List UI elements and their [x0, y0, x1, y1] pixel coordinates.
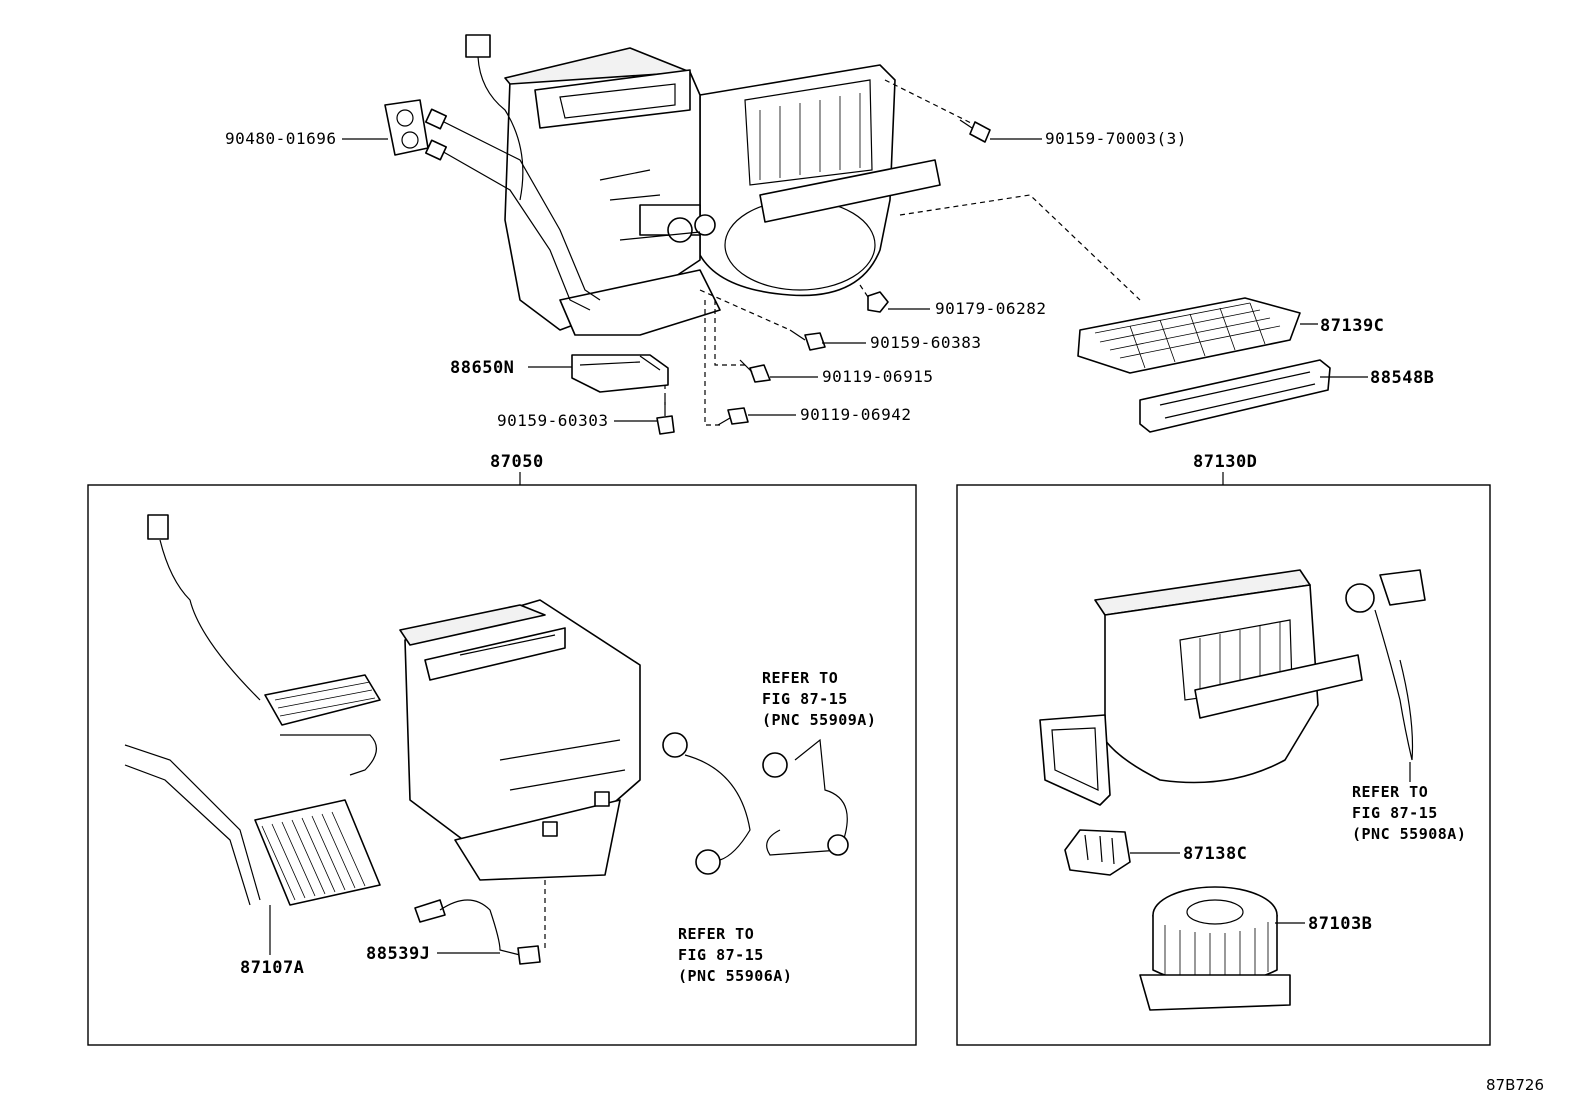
svg-text:REFER TO: REFER TO [762, 669, 838, 687]
svg-text:REFER TO: REFER TO [1352, 783, 1428, 801]
svg-text:FIG 87-15: FIG 87-15 [762, 690, 848, 708]
svg-text:(PNC 55908A): (PNC 55908A) [1352, 825, 1466, 843]
heater-case-drawing [399, 599, 641, 881]
guide-dash-2 [899, 194, 1141, 301]
amplifier-part-88650N [571, 354, 669, 393]
label-88548B: 88548B [1370, 368, 1434, 388]
label-87107A: 87107A [240, 958, 304, 978]
resistor-87138C-drawing [1064, 829, 1131, 876]
servo-harness-right [762, 738, 849, 856]
aspirator-hose-drawing [414, 899, 541, 965]
grommet-part [384, 99, 429, 156]
svg-text:(PNC 55909A): (PNC 55909A) [762, 711, 876, 729]
svg-text:(PNC 55906A): (PNC 55906A) [678, 967, 792, 985]
label-88539J: 88539J [366, 944, 430, 964]
servo-87130D-drawing [1345, 569, 1426, 761]
ref-note-55909A: REFER TO FIG 87-15 (PNC 55909A) [762, 669, 876, 729]
heater-core-drawing [124, 744, 381, 906]
svg-text:REFER TO: REFER TO [678, 925, 754, 943]
ref-note-55906A: REFER TO FIG 87-15 (PNC 55906A) [678, 925, 792, 985]
label-87138C: 87138C [1183, 844, 1247, 864]
label-90159-70003: 90159-70003(3) [1045, 129, 1187, 148]
blower-motor-87103B-drawing [1139, 886, 1291, 1011]
label-87130D: 87130D [1193, 452, 1257, 472]
guide-dash-3 [699, 289, 791, 331]
guide-dash-7 [859, 284, 871, 301]
label-90119-06942: 90119-06942 [800, 405, 911, 424]
guide-dash-4 [714, 300, 745, 366]
blower-unit-drawing [1039, 569, 1363, 806]
label-90480-01696: 90480-01696 [225, 129, 336, 148]
frame-88548B [1139, 359, 1331, 433]
svg-text:FIG 87-15: FIG 87-15 [1352, 804, 1438, 822]
screw-06942 [717, 407, 749, 426]
box-87050 [87, 484, 917, 1046]
ref-note-55908A: REFER TO FIG 87-15 (PNC 55908A) [1352, 783, 1466, 843]
label-90159-60303: 90159-60303 [497, 411, 608, 430]
nut-06282 [867, 291, 889, 313]
label-87139C: 87139C [1320, 316, 1384, 336]
servo-harness-left [662, 732, 751, 875]
filter-87139C [1077, 297, 1301, 374]
main-assembly-drawing [424, 34, 941, 336]
label-87050: 87050 [490, 452, 544, 472]
bolt-70003 [959, 119, 991, 143]
label-87103B: 87103B [1308, 914, 1372, 934]
svg-text:FIG 87-15: FIG 87-15 [678, 946, 764, 964]
figure-id: 87B726 [1486, 1076, 1544, 1094]
label-90119-06915: 90119-06915 [822, 367, 933, 386]
label-90159-60383: 90159-60383 [870, 333, 981, 352]
bolt-60383 [789, 329, 826, 351]
bolt-06915 [739, 359, 771, 383]
evaporator-small-drawing [147, 514, 381, 776]
guide-dash-5 [704, 300, 720, 426]
label-88650N: 88650N [450, 358, 514, 378]
label-90179-06282: 90179-06282 [935, 299, 1046, 318]
guide-dash-1 [884, 79, 976, 126]
screw-60303 [656, 398, 675, 435]
